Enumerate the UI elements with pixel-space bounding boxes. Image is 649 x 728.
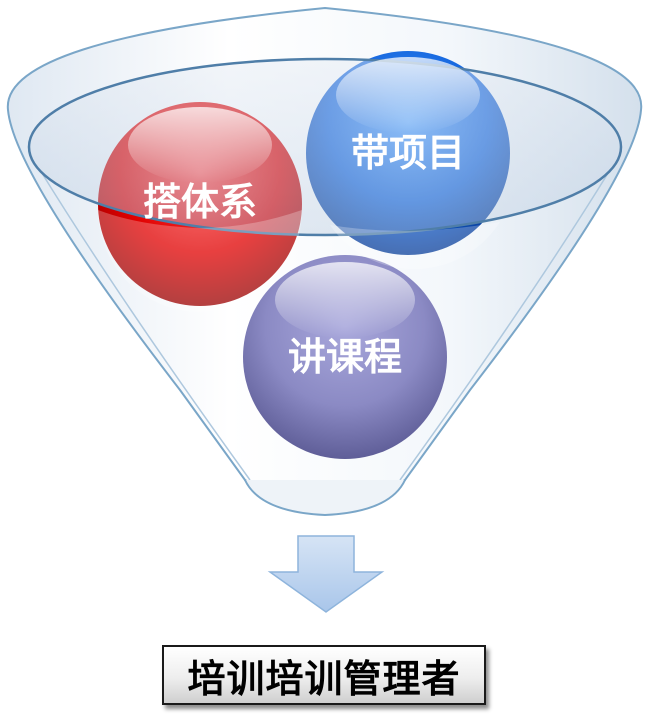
funnel-spout [244,479,406,517]
ball-label-red: 搭体系 [143,180,257,224]
ball-label-purple: 讲课程 [288,335,402,379]
ball-blue-lower-tint [330,222,500,270]
ball-red-shine [128,107,272,183]
down-arrow-icon [267,535,385,613]
result-label: 培训培训管理者 [187,656,461,701]
ball-blue-shine [336,57,480,133]
ball-red-lower-tint [98,210,302,312]
ball-label-blue: 带项目 [351,131,465,175]
result-box: 培训培训管理者 [162,645,486,705]
funnel-inner-wall [39,169,611,481]
ball-purple [243,255,447,459]
funnel-rim [27,57,623,237]
